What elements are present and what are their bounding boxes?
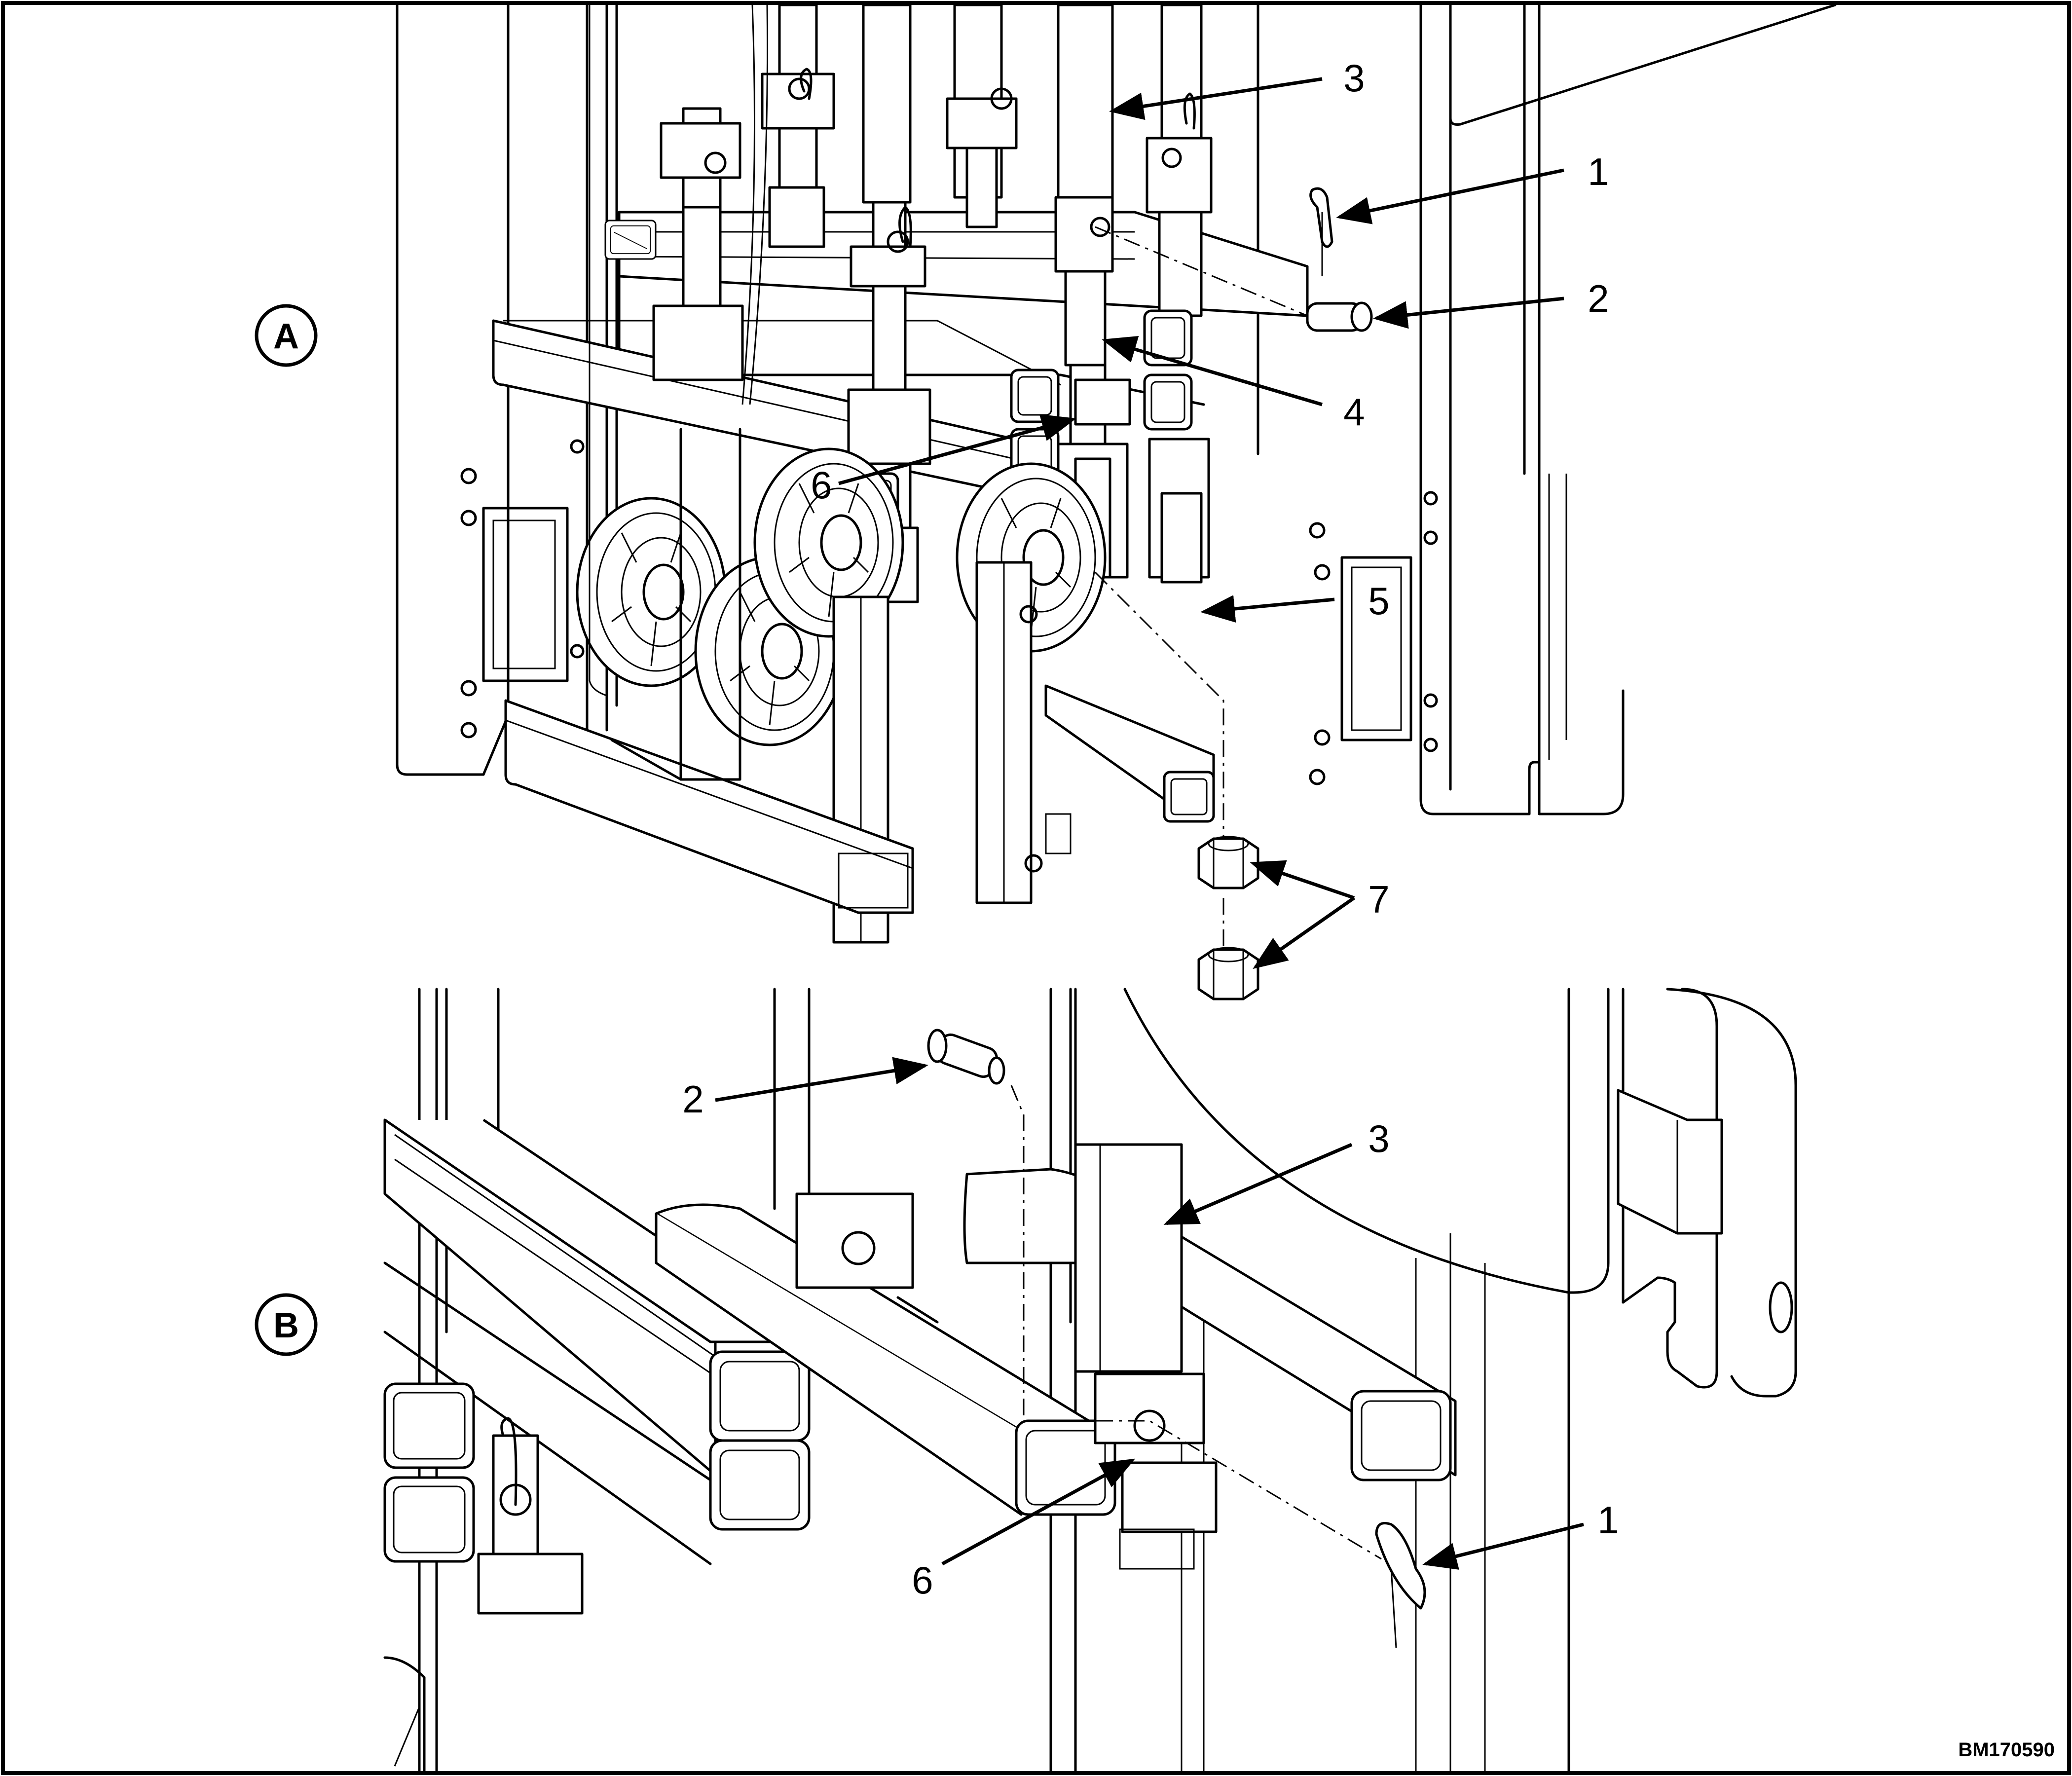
- view-label-b: B: [255, 1293, 318, 1356]
- cotter-pin-b: [1375, 1522, 1426, 1648]
- callout-a-6: 6: [811, 463, 832, 507]
- view-a-drawing: [396, 3, 1837, 999]
- cotter-pin-a: [1309, 187, 1333, 276]
- clevis-pin-a: [1306, 301, 1373, 332]
- view-a-letter: A: [273, 317, 299, 356]
- callout-a-3: 3: [1343, 56, 1365, 100]
- callout-b-2: 2: [682, 1077, 703, 1121]
- callout-a-7: 7: [1368, 878, 1389, 921]
- view-label-a: A: [255, 304, 318, 367]
- leaders-view-b: [715, 1057, 1584, 1570]
- callout-a-5: 5: [1368, 579, 1389, 623]
- jam-nut-upper: [1199, 837, 1258, 888]
- view-b-letter: B: [273, 1306, 299, 1345]
- figure-reference: BM170590: [1958, 1739, 2055, 1761]
- callout-b-3: 3: [1368, 1117, 1389, 1160]
- clevis-pin-b: [927, 1029, 1005, 1085]
- callout-b-1: 1: [1597, 1498, 1619, 1542]
- callout-a-2: 2: [1588, 277, 1609, 320]
- leaders-view-a: [838, 77, 1564, 969]
- view-b-drawing: [383, 988, 1797, 1773]
- callout-b-6: 6: [912, 1558, 933, 1602]
- callout-a-4: 4: [1343, 390, 1365, 434]
- cylinder-rod-b: [1074, 1143, 1218, 1570]
- jam-nut-lower: [1199, 948, 1258, 999]
- callout-a-1: 1: [1588, 150, 1609, 193]
